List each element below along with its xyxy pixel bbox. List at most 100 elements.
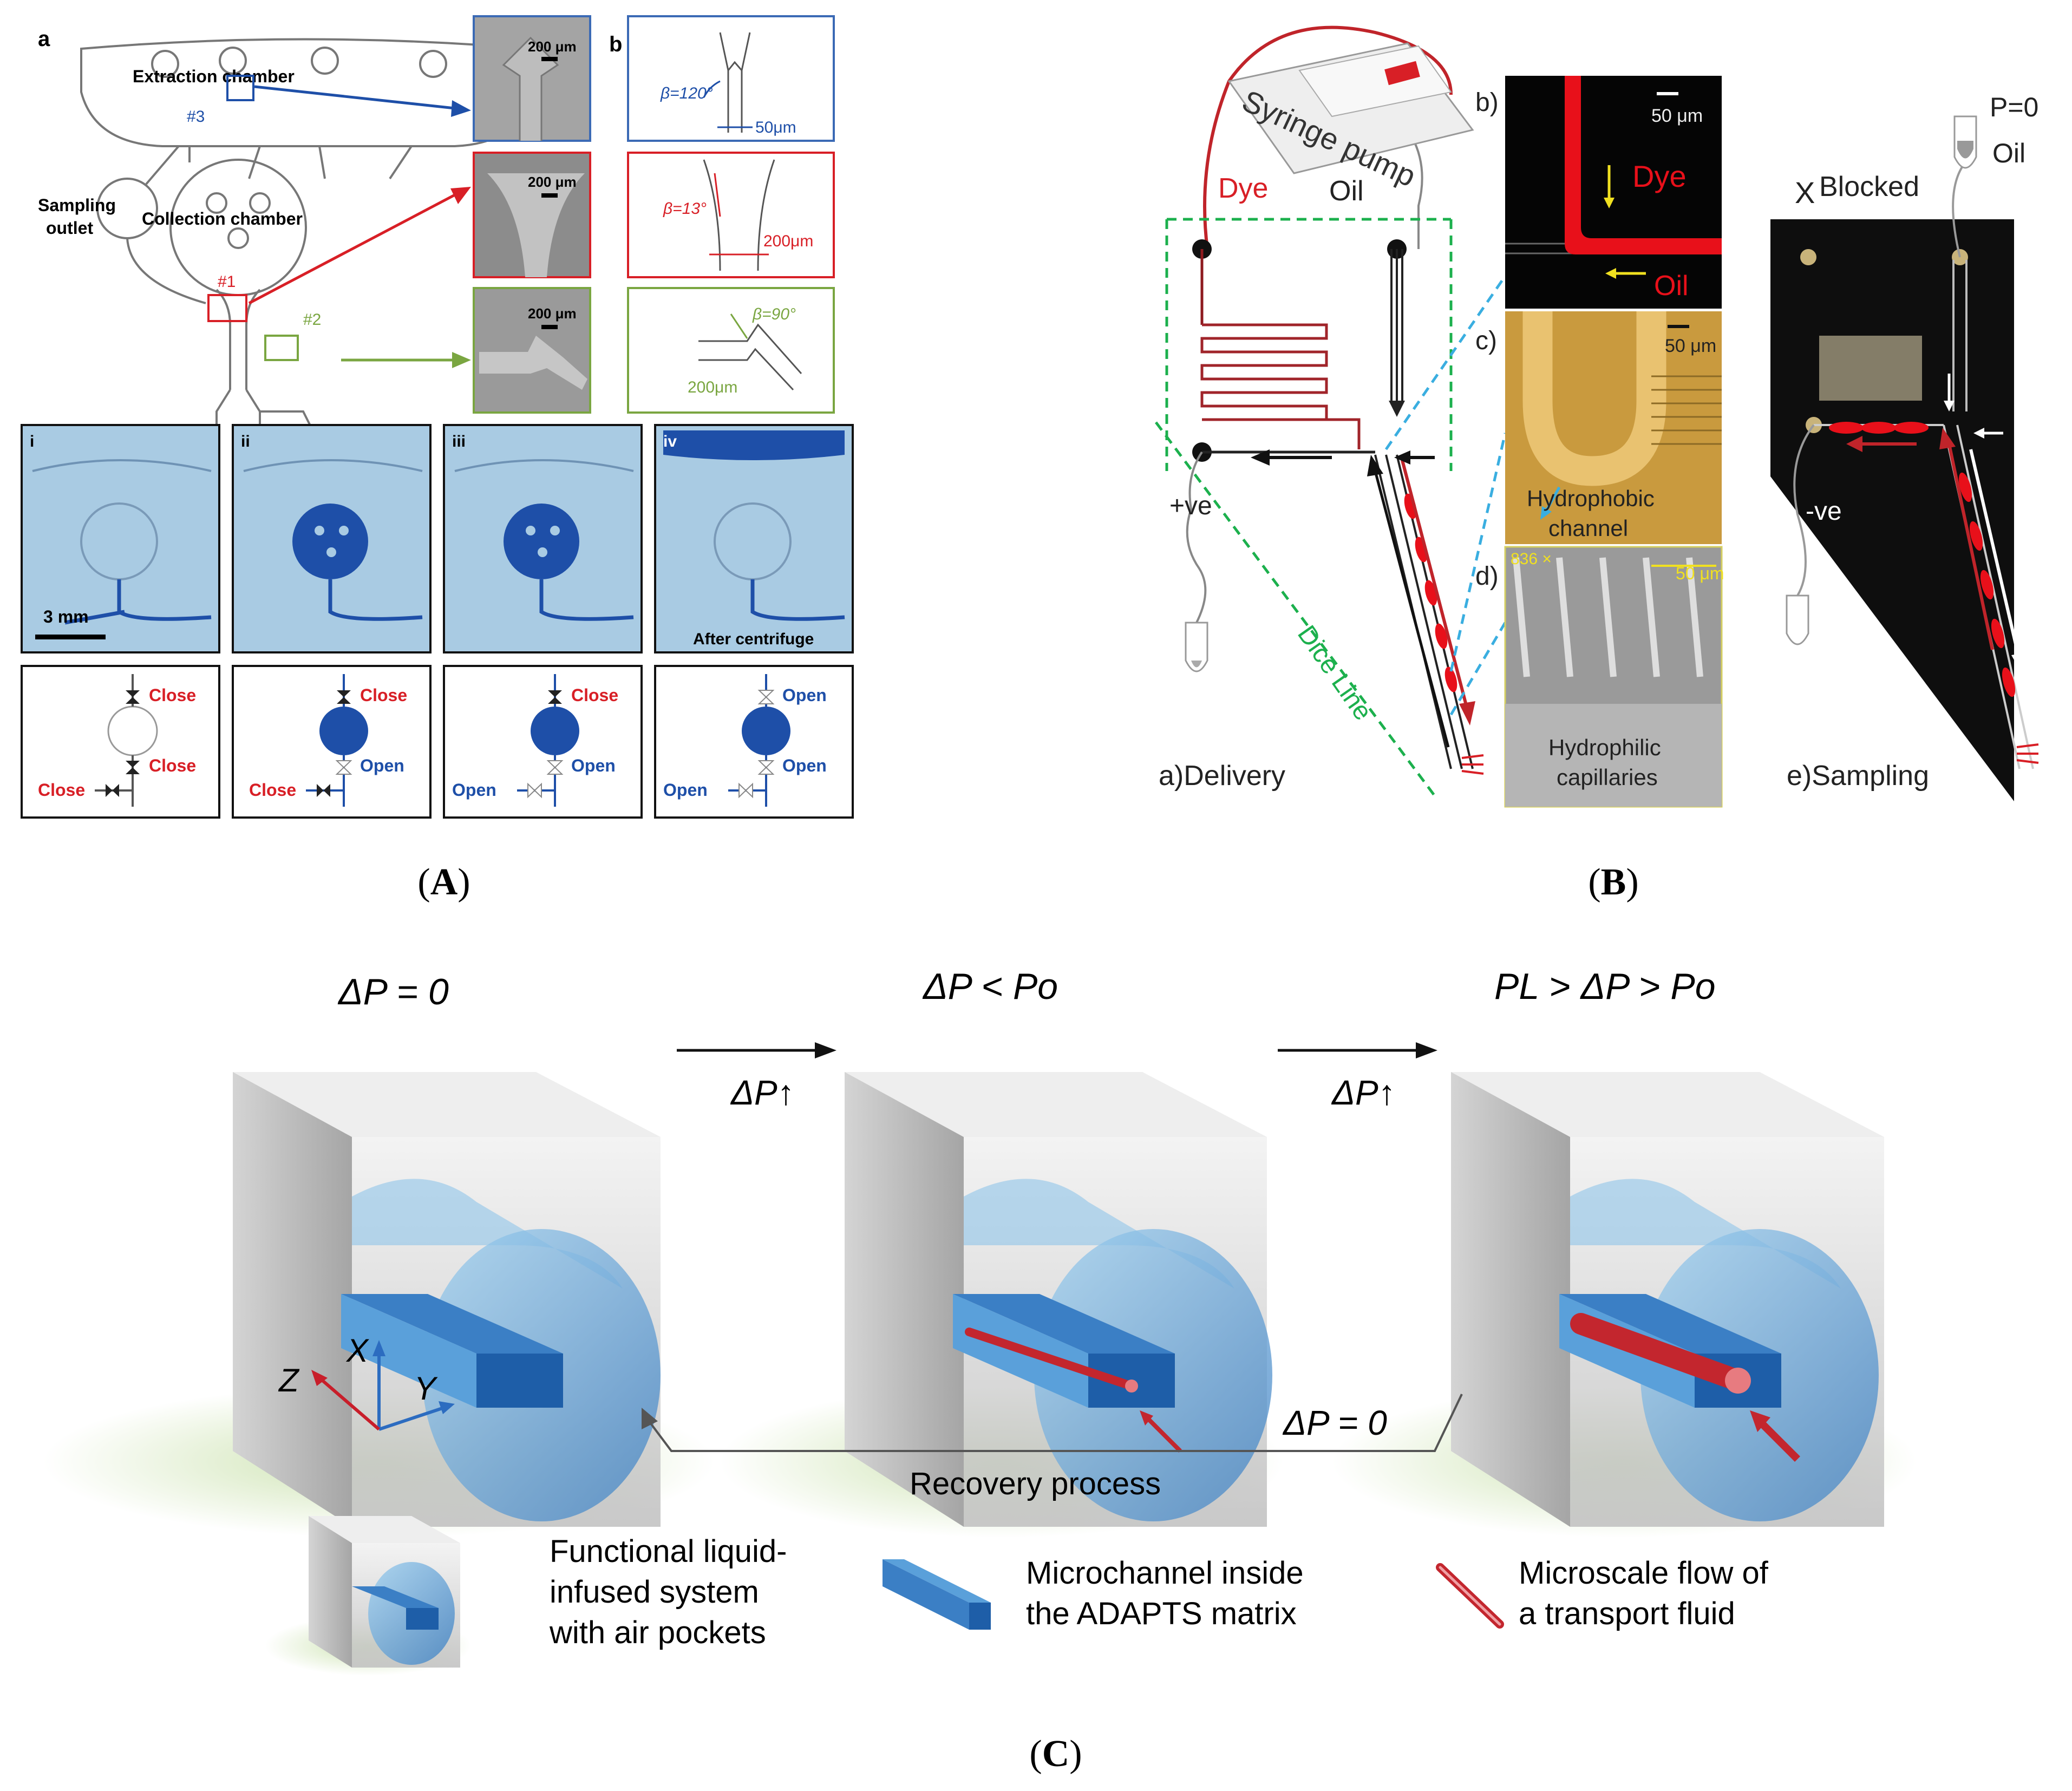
valve4-left: Open [663, 780, 708, 800]
valve-schematic-2 [306, 674, 368, 807]
micrograph-b-label: b) [1475, 88, 1499, 117]
step-arrow-1-label: ΔP↑ [730, 1073, 795, 1112]
valve1-left: Close [38, 780, 85, 800]
blocked-x: X [1795, 175, 1815, 210]
micrograph-c-scale: 50 μm [1665, 336, 1716, 356]
matrix-block-3 [1332, 1072, 1917, 1538]
p0-label: P=0 [1990, 92, 2038, 122]
micrograph-b-scale: 50 μm [1651, 106, 1703, 126]
valve-diagrams [21, 665, 854, 819]
sampling-outlet-label-1: Sampling [38, 195, 116, 215]
valve3-top: Close [571, 685, 618, 705]
step3-label: PL > ΔP > Po [1494, 966, 1716, 1007]
matrix-block-1 [43, 1072, 715, 1538]
stage-label-i: i [30, 433, 34, 450]
matrix-block-2 [720, 1072, 1283, 1538]
recovery-arrow [646, 1394, 1463, 1452]
tag3-label: #3 [187, 108, 205, 126]
oil-label: Oil [1329, 175, 1364, 207]
axis-z-label: Z [278, 1362, 300, 1398]
micrograph-c-label: c) [1475, 326, 1497, 355]
scalebar [35, 635, 106, 639]
b-top-width: 50μm [755, 119, 796, 136]
stage-photo-ii [232, 424, 432, 653]
sem-scale-bottom: 200 μm [528, 305, 577, 322]
after-centrifuge-label: After centrifuge [693, 630, 814, 648]
micrograph-c [1505, 311, 1722, 544]
sampling-outlet-label-2: outlet [46, 218, 93, 238]
step1-label: ΔP = 0 [337, 971, 449, 1012]
sem-scale-top: 200 μm [528, 38, 577, 55]
tag2-box [264, 335, 299, 361]
sem-image-bottom [473, 287, 591, 414]
legend1-line3: with air pockets [549, 1615, 766, 1650]
axis-y-label: Y [414, 1370, 438, 1407]
valve-schematic-3 [517, 674, 579, 807]
legend2-line2: the ADAPTS matrix [1026, 1596, 1297, 1631]
step-arrow-2-label: ΔP↑ [1331, 1073, 1396, 1112]
valve3-left: Open [452, 780, 496, 800]
tag1-label: #1 [218, 273, 236, 291]
caption-b: (B) [1588, 861, 1639, 903]
caption-a: (A) [417, 861, 470, 903]
valve3-mid: Open [571, 756, 616, 775]
hydrophilic-label-1: Hydrophilic [1548, 735, 1661, 760]
micrograph-b [1505, 76, 1722, 309]
panel-a-label-b: b [609, 32, 622, 56]
b-mid-width: 200μm [763, 232, 813, 250]
stage-photos [21, 424, 854, 653]
valve2-left: Close [249, 780, 296, 800]
b-bot-width: 200μm [688, 378, 737, 396]
valve1-mid: Close [149, 756, 196, 775]
valve2-top: Close [360, 685, 407, 705]
stage-label-ii: ii [241, 433, 250, 450]
stage-photo-iv [654, 424, 854, 653]
valve2-mid: Open [360, 756, 404, 775]
legend1-line1: Functional liquid- [550, 1534, 787, 1569]
legend-icon-microchannel [883, 1559, 991, 1630]
valve-schematic-1 [95, 674, 158, 807]
neg-label: -ve [1806, 497, 1842, 526]
b-box-middle [627, 152, 835, 278]
micrograph-b-oil: Oil [1654, 270, 1689, 302]
tag3-box [226, 75, 254, 101]
legend-icon-system [265, 1516, 471, 1676]
sem-scale-middle: 200 μm [528, 174, 577, 190]
axis-x-label: X [345, 1332, 369, 1369]
b-mid-angle: β=13° [663, 200, 707, 218]
axis-triad [311, 1340, 455, 1431]
micrograph-b-dye: Dye [1632, 159, 1687, 193]
micrograph-d-label: d) [1475, 562, 1499, 591]
sem-image-middle [473, 152, 591, 278]
panel-b-figure: Syringe pump Dye Oil Dice Line [1154, 25, 2039, 808]
sampling-chip [1770, 115, 2039, 801]
stage-label-iv: iv [663, 433, 677, 450]
delivery-chip [1185, 239, 1484, 775]
micrograph-d [1504, 546, 1723, 808]
extraction-chamber-label: Extraction chamber [133, 67, 295, 86]
caption-c: (C) [1029, 1733, 1082, 1775]
recovery-dp-label: ΔP = 0 [1282, 1403, 1387, 1442]
stage-label-iii: iii [452, 433, 466, 450]
scalebar-label: 3 mm [43, 607, 89, 626]
legend2-line1: Microchannel inside [1026, 1555, 1304, 1591]
valve-schematic-4 [728, 674, 790, 807]
b-top-angle: β=120° [660, 84, 713, 102]
b-box-bottom [627, 287, 835, 414]
hydrophilic-label-2: capillaries [1557, 764, 1658, 790]
recovery-label: Recovery process [910, 1466, 1161, 1501]
dice-line [1154, 218, 1453, 797]
collection-chamber-label: Collection chamber [142, 209, 303, 228]
blocked-label: Blocked [1819, 171, 1919, 202]
tag1-box [207, 294, 247, 322]
panel-a-figure: a b Extraction chamber Collection chambe… [21, 15, 854, 819]
zoom-connectors [1384, 275, 1507, 716]
hydrophobic-label-1: Hydrophobic [1527, 486, 1655, 511]
step2-label: ΔP < Po [922, 966, 1058, 1007]
valve1-top: Close [149, 685, 196, 705]
b-bot-angle: β=90° [752, 305, 796, 323]
dice-line-label: Dice Line [1292, 620, 1377, 725]
b-box-top [627, 15, 835, 142]
micrograph-d-scale: 50 μm [1676, 564, 1724, 583]
sampling-oil-label: Oil [1992, 138, 2025, 168]
